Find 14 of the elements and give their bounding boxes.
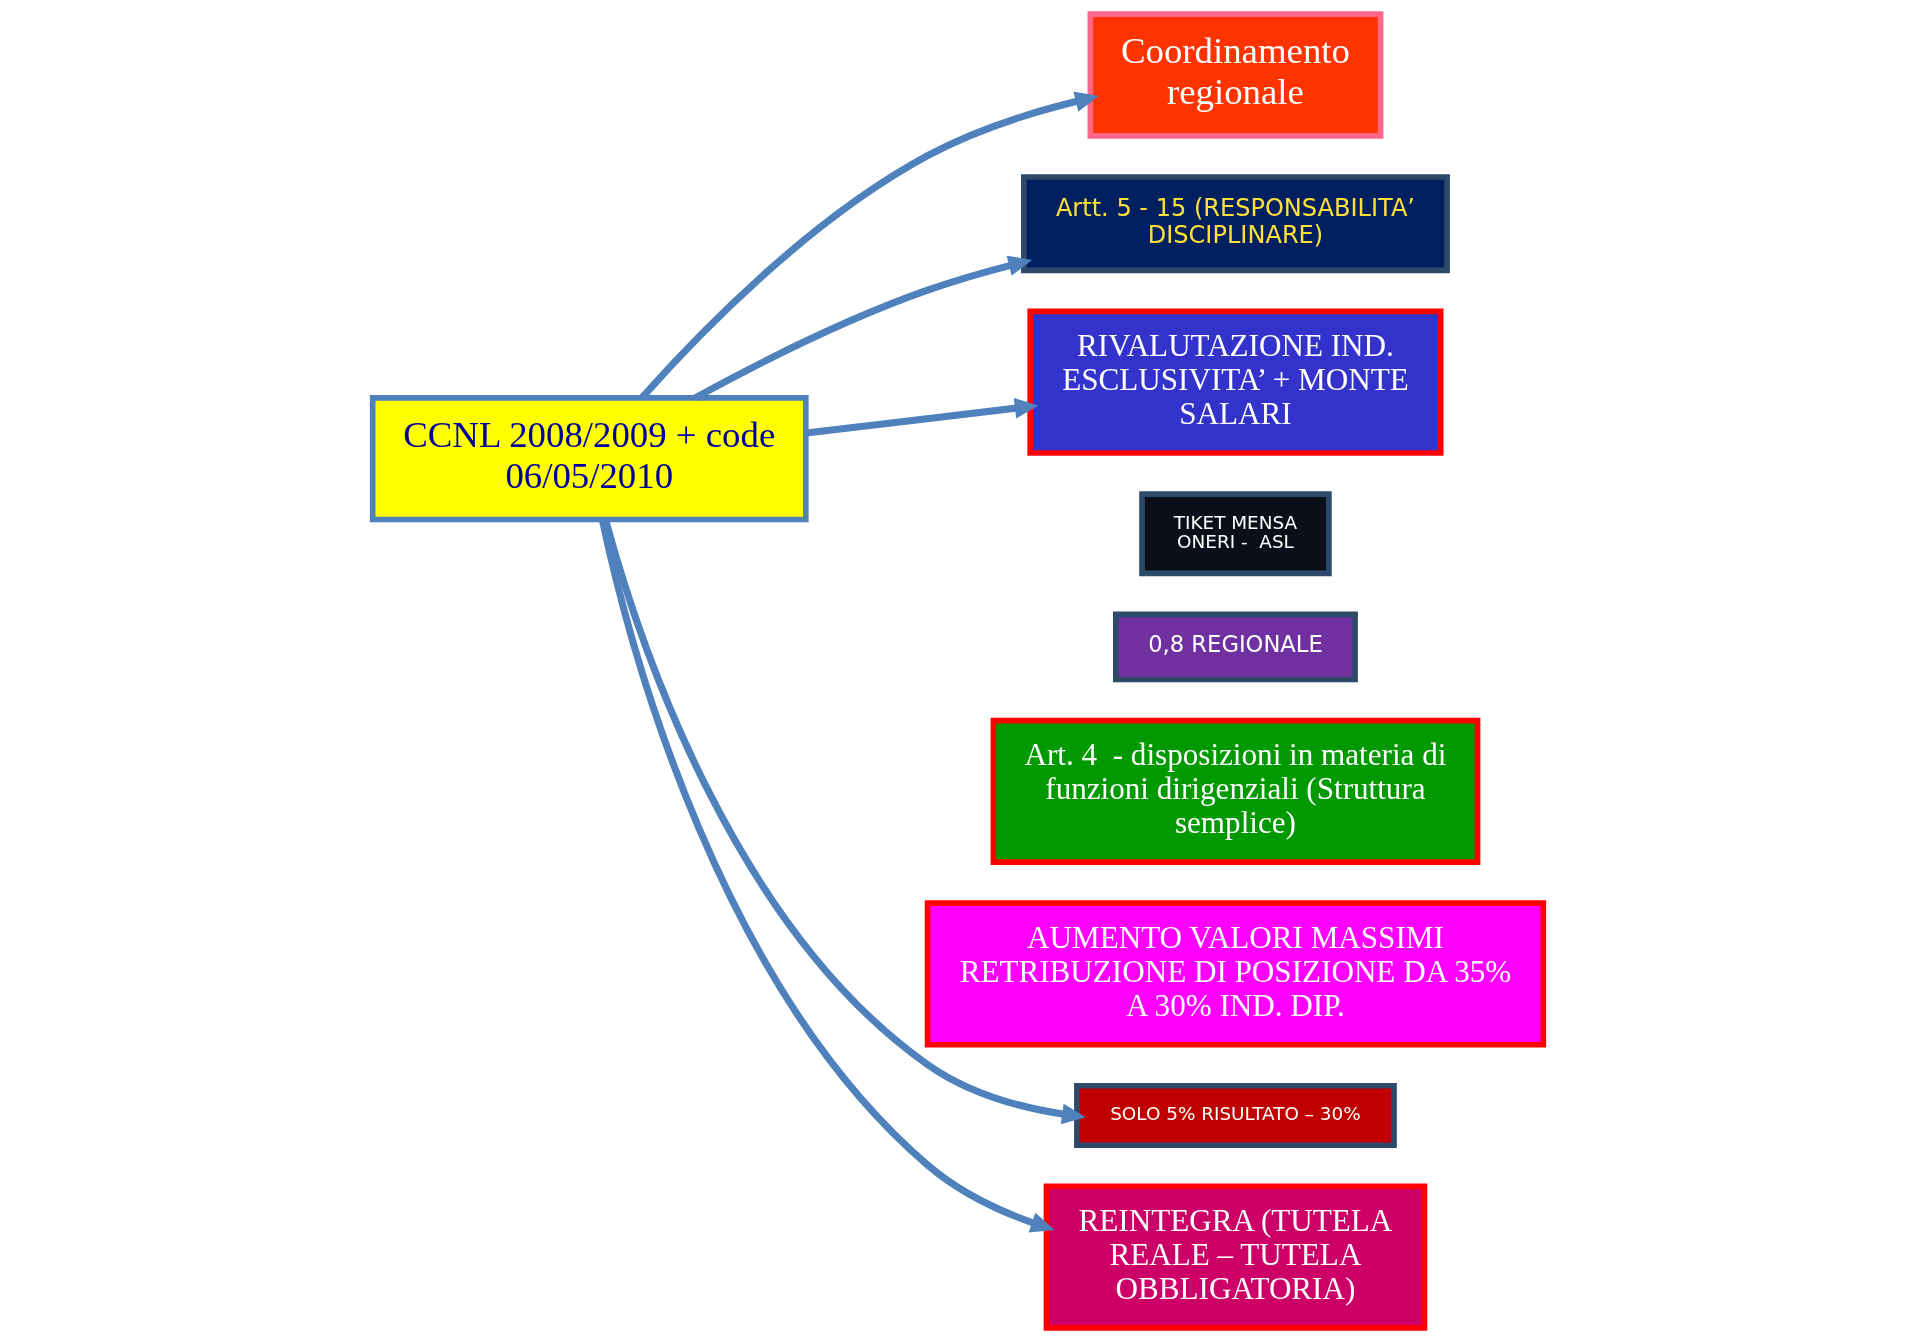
node-box: TIKET MENSA ONERI - ASL (1139, 491, 1332, 577)
node-box: Artt. 5 - 15 (RESPONSABILITA’ DISCIPLINARE) (1021, 174, 1450, 274)
node-box: AUMENTO VALORI MASSIMI RETRIBUZIONE DI POSIZIONE DA 35% A 30% IND. DIP. (924, 900, 1547, 1048)
node-box: REINTEGRA (TUTELA REALE – TUTELA OBBLIGATORIA) (1043, 1183, 1428, 1331)
arrow (639, 91, 1099, 400)
node-box: RIVALUTAZIONE IND. ESCLUSIVITA’ + MONTE SALARI (1027, 308, 1444, 456)
node-box: SOLO 5% RISULTATO – 30% (1074, 1082, 1397, 1149)
node-box: Coordinamento regionale (1087, 11, 1384, 139)
arrow (598, 519, 1055, 1233)
arrow (805, 397, 1039, 437)
node-box: 0,8 REGIONALE (1113, 611, 1358, 683)
arrow (693, 255, 1033, 401)
node-box: Art. 4 - disposizioni in materia di funzioni dirigenziali (Struttura semplice) (990, 717, 1481, 865)
node-box: CCNL 2008/2009 + code 06/05/2010 (369, 394, 809, 523)
